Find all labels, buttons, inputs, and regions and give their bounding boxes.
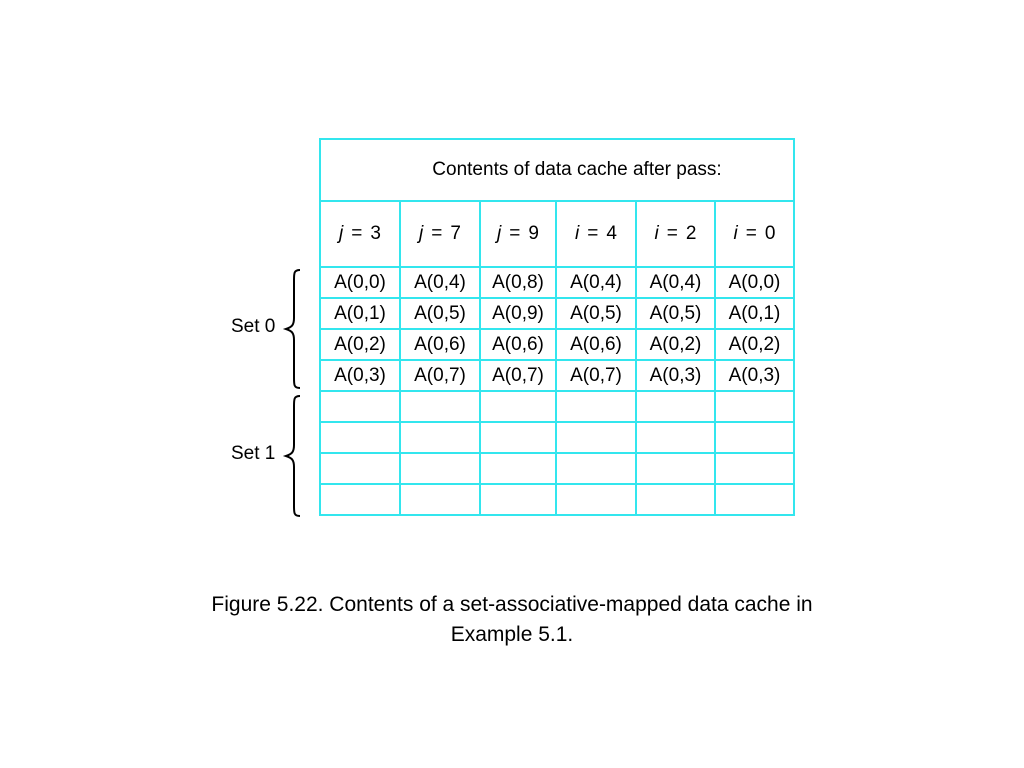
cache-cell [555,452,637,485]
pass-value: 9 [528,223,539,244]
pass-equals: = [509,223,521,244]
cache-cell: A(0,0) [319,266,401,299]
cache-cell: A(0,7) [399,359,481,392]
cache-cell: A(0,1) [714,297,795,330]
cache-cell [555,421,637,454]
cache-cell: A(0,6) [555,328,637,361]
pass-header-cell: j = 3 [319,200,401,268]
cache-cell: A(0,8) [479,266,557,299]
cache-cell [714,421,795,454]
cache-cell: A(0,3) [635,359,716,392]
cache-cell: A(0,2) [319,328,401,361]
cache-cell [714,452,795,485]
cache-cell [479,452,557,485]
cache-cell: A(0,0) [714,266,795,299]
pass-value: 7 [450,223,461,244]
caption-line-1: Figure 5.22. Contents of a set-associati… [211,593,813,616]
cache-cell [714,483,795,516]
pass-equals: = [666,223,678,244]
cache-cell: A(0,7) [555,359,637,392]
cache-cell [319,483,401,516]
cache-cell [555,390,637,423]
cache-cell [319,452,401,485]
pass-header-cell: j = 7 [399,200,481,268]
cache-cell: A(0,2) [635,328,716,361]
cache-line-row: A(0,1) A(0,5) A(0,9) A(0,5) A(0,5) A(0,1… [319,297,795,330]
cache-cell [399,390,481,423]
pass-value: 3 [370,223,381,244]
pass-equals: = [587,223,599,244]
set-0-brace-icon [282,269,301,389]
cache-cell [319,421,401,454]
cache-cell [635,483,716,516]
set-1-label: Set 1 [231,443,276,464]
pass-variable: j [497,223,502,244]
pass-header-cell: j = 9 [479,200,557,268]
cache-cell [479,421,557,454]
cache-cell: A(0,5) [635,297,716,330]
table-title-row: Contents of data cache after pass: [319,138,795,202]
cache-cell: A(0,9) [479,297,557,330]
cache-line-row [319,483,795,516]
cache-cell: A(0,4) [635,266,716,299]
pass-value: 4 [606,223,617,244]
cache-cell [635,452,716,485]
cache-line-row: A(0,2) A(0,6) A(0,6) A(0,6) A(0,2) A(0,2… [319,328,795,361]
cache-cell: A(0,5) [555,297,637,330]
pass-variable: i [733,223,738,244]
pass-header-cell: i = 0 [714,200,795,268]
cache-cell: A(0,2) [714,328,795,361]
cache-cell [635,421,716,454]
table-title: Contents of data cache after pass: [432,159,722,180]
pass-variable: j [419,223,424,244]
pass-variable: i [575,223,580,244]
cache-line-row [319,421,795,454]
cache-cell: A(0,4) [555,266,637,299]
cache-cell [714,390,795,423]
cache-cell [319,390,401,423]
pass-equals: = [431,223,443,244]
table-title-cell: Contents of data cache after pass: [319,138,795,202]
cache-cell [399,421,481,454]
pass-equals: = [351,223,363,244]
cache-cell [635,390,716,423]
cache-cell: A(0,6) [479,328,557,361]
pass-value: 0 [764,223,776,244]
pass-equals: = [745,223,757,244]
cache-cell [399,483,481,516]
set-1-brace-icon [282,395,301,517]
cache-cell: A(0,6) [399,328,481,361]
cache-cell [479,483,557,516]
pass-header-cell: i = 4 [555,200,637,268]
pass-variable: j [339,223,344,244]
cache-cell [555,483,637,516]
cache-cell: A(0,3) [319,359,401,392]
cache-line-row: A(0,0) A(0,4) A(0,8) A(0,4) A(0,4) A(0,0… [319,266,795,299]
set-0-label: Set 0 [231,316,276,337]
pass-header-row: j = 3 j = 7 j = 9 i = 4 i = 2 i = 0 [319,200,795,268]
pass-header-cell: i = 2 [635,200,716,268]
cache-cell: A(0,4) [399,266,481,299]
cache-cell [479,390,557,423]
cache-contents-table: Contents of data cache after pass: j = 3 j… [319,138,795,516]
pass-value: 2 [685,223,697,244]
cache-cell [399,452,481,485]
cache-line-row [319,452,795,485]
cache-line-row [319,390,795,423]
cache-cell: A(0,3) [714,359,795,392]
cache-cell: A(0,5) [399,297,481,330]
cache-cell: A(0,1) [319,297,401,330]
cache-line-row: A(0,3) A(0,7) A(0,7) A(0,7) A(0,3) A(0,3… [319,359,795,392]
cache-cell: A(0,7) [479,359,557,392]
caption-line-2: Example 5.1. [450,623,574,646]
pass-variable: i [654,223,659,244]
figure-caption: Figure 5.22. Contents of a set-associati… [112,590,912,650]
